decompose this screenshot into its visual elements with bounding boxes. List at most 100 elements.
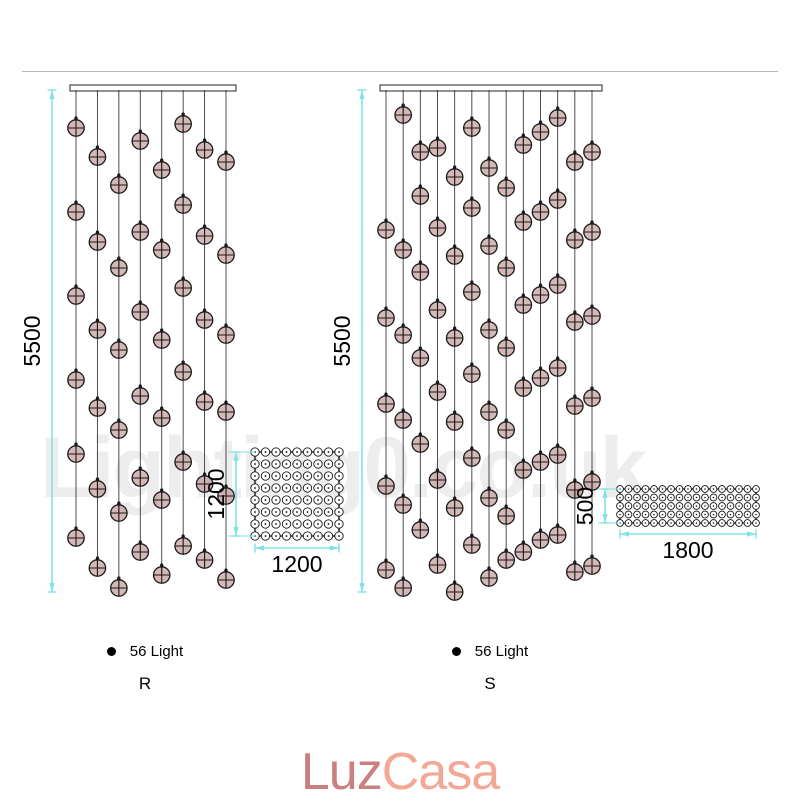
globe-stem-cap (224, 243, 228, 248)
globe-stem-cap (470, 362, 474, 367)
globe-stem-cap (401, 493, 405, 498)
figure-r-plan-dot (296, 451, 298, 453)
globe-stem-cap (435, 468, 440, 473)
figure-r-plan-dot (254, 511, 256, 513)
figure-r-plan-w-dim-arrow (330, 545, 339, 551)
figure-s-plan-w-dim-arrow (620, 531, 629, 537)
globe-stem-cap (435, 216, 440, 221)
globe-stem-cap (384, 392, 388, 397)
figure-s-plan-dot (653, 522, 655, 524)
figure-s-plan-dot (721, 522, 723, 524)
figure-s-plan-dot (721, 513, 723, 516)
globe-stem-cap (74, 200, 78, 205)
globe-stem-cap (487, 234, 491, 239)
figure-s-plan-dot (746, 513, 749, 516)
figure-r-plan-dot (275, 535, 277, 537)
caption-r-letter: R (138, 674, 152, 693)
figure-r-plan-dot (317, 535, 319, 537)
globe-stem-cap (160, 238, 164, 243)
globe-stem-cap (138, 540, 142, 545)
globe-stem-cap (181, 276, 185, 281)
caption-s-letter: S (484, 674, 496, 693)
globe-stem-cap (384, 558, 388, 563)
figure-r-plan-dot (327, 535, 330, 537)
figure-r-plan-dot (306, 451, 309, 453)
figure-r-plan-dot (275, 487, 277, 489)
figure-s-plan-dot (661, 505, 664, 507)
globe-stem-cap (504, 256, 508, 261)
caption-figure-r: 56 Light R (45, 643, 245, 694)
globe-stem-cap (538, 120, 543, 125)
globe-stem-cap (95, 145, 100, 150)
figure-r-plan-dot (285, 487, 288, 489)
globe-stem-cap (590, 554, 594, 559)
figure-r-plan-dot (254, 475, 256, 477)
globe-stem-cap (202, 390, 207, 395)
figure-s-plan-dot (636, 488, 638, 490)
figure-r-plan-dot (285, 451, 288, 453)
caption-s-count: 56 Light (390, 643, 590, 660)
figure-s-plan-dot (746, 488, 749, 490)
figure-s-height-dim-arrow (359, 583, 365, 592)
bullet-dot-icon (106, 646, 116, 656)
figure-r-plan-dot (306, 511, 309, 513)
figure-r-plan-dot (264, 535, 267, 537)
figure-s-plan-dot (738, 488, 740, 490)
globe-stem-cap (590, 140, 594, 145)
figure-r-plan-dot (296, 499, 298, 501)
figure-s-plan-dot (738, 513, 740, 516)
figure-s-plan-dot (712, 505, 715, 507)
figure-s-plan-dot (687, 488, 689, 490)
globe-stem-cap (418, 346, 423, 351)
figure-s-plan-dot (644, 496, 647, 499)
figure-s-plan-dot (712, 488, 715, 490)
globe-stem-cap (138, 384, 142, 389)
figure-s-plan-dot (670, 513, 672, 516)
globe-stem-cap (181, 193, 185, 198)
figure-s-plan-dot (729, 513, 732, 516)
globe-stem-cap (504, 548, 508, 553)
globe-stem-cap (401, 103, 405, 108)
globe-stem-cap (401, 238, 405, 243)
figure-s-plan-dot (661, 496, 664, 499)
globe-stem-cap (487, 318, 491, 323)
figure-s-plan-dot (670, 505, 672, 507)
globe-stem-cap (418, 260, 423, 265)
figure-r-plan-dot (285, 535, 288, 537)
figure-s-plan-dot (738, 496, 740, 499)
figure-s-plan-dot (627, 505, 630, 507)
figure-r-plan-dot (306, 535, 309, 537)
globe-stem-cap (181, 450, 185, 455)
globe-stem-cap (573, 560, 577, 565)
globe-stem-cap (138, 466, 142, 471)
globe-stem-cap (181, 360, 185, 365)
globe-stem-cap (555, 356, 560, 361)
globe-stem-cap (117, 338, 121, 343)
figure-r-plan-dot (254, 487, 256, 489)
globe-stem-cap (117, 173, 121, 178)
figure-s-plan-dot (695, 496, 698, 499)
bullet-dot-icon (451, 646, 461, 656)
globe-stem-cap (435, 380, 440, 385)
figure-r-plan-dot (285, 523, 288, 525)
figure-s-plan-dot (678, 505, 681, 507)
globe-stem-cap (138, 220, 142, 225)
figure-s-plan-dot (721, 505, 723, 507)
globe-stem-cap (452, 326, 457, 331)
figure-s-plan-dot (721, 488, 723, 490)
figure-r-plan-dot (306, 463, 309, 465)
figure-s-plan-dot (729, 522, 732, 524)
figure-s-plan-dot (619, 496, 621, 499)
figure-r-plan-dot (338, 511, 340, 513)
figure-s-plan-dot (636, 505, 638, 507)
globe-stem-cap (555, 273, 560, 278)
globe-stem-cap (555, 523, 560, 528)
figure-s-plan-dot (653, 505, 655, 507)
figure-r-plan-dot (275, 475, 277, 477)
figure-r-plan-dot (275, 523, 277, 525)
figure-r-plan-dot (338, 475, 340, 477)
figure-s-plan-dot (755, 505, 757, 507)
figure-r-plan-dot (275, 463, 277, 465)
